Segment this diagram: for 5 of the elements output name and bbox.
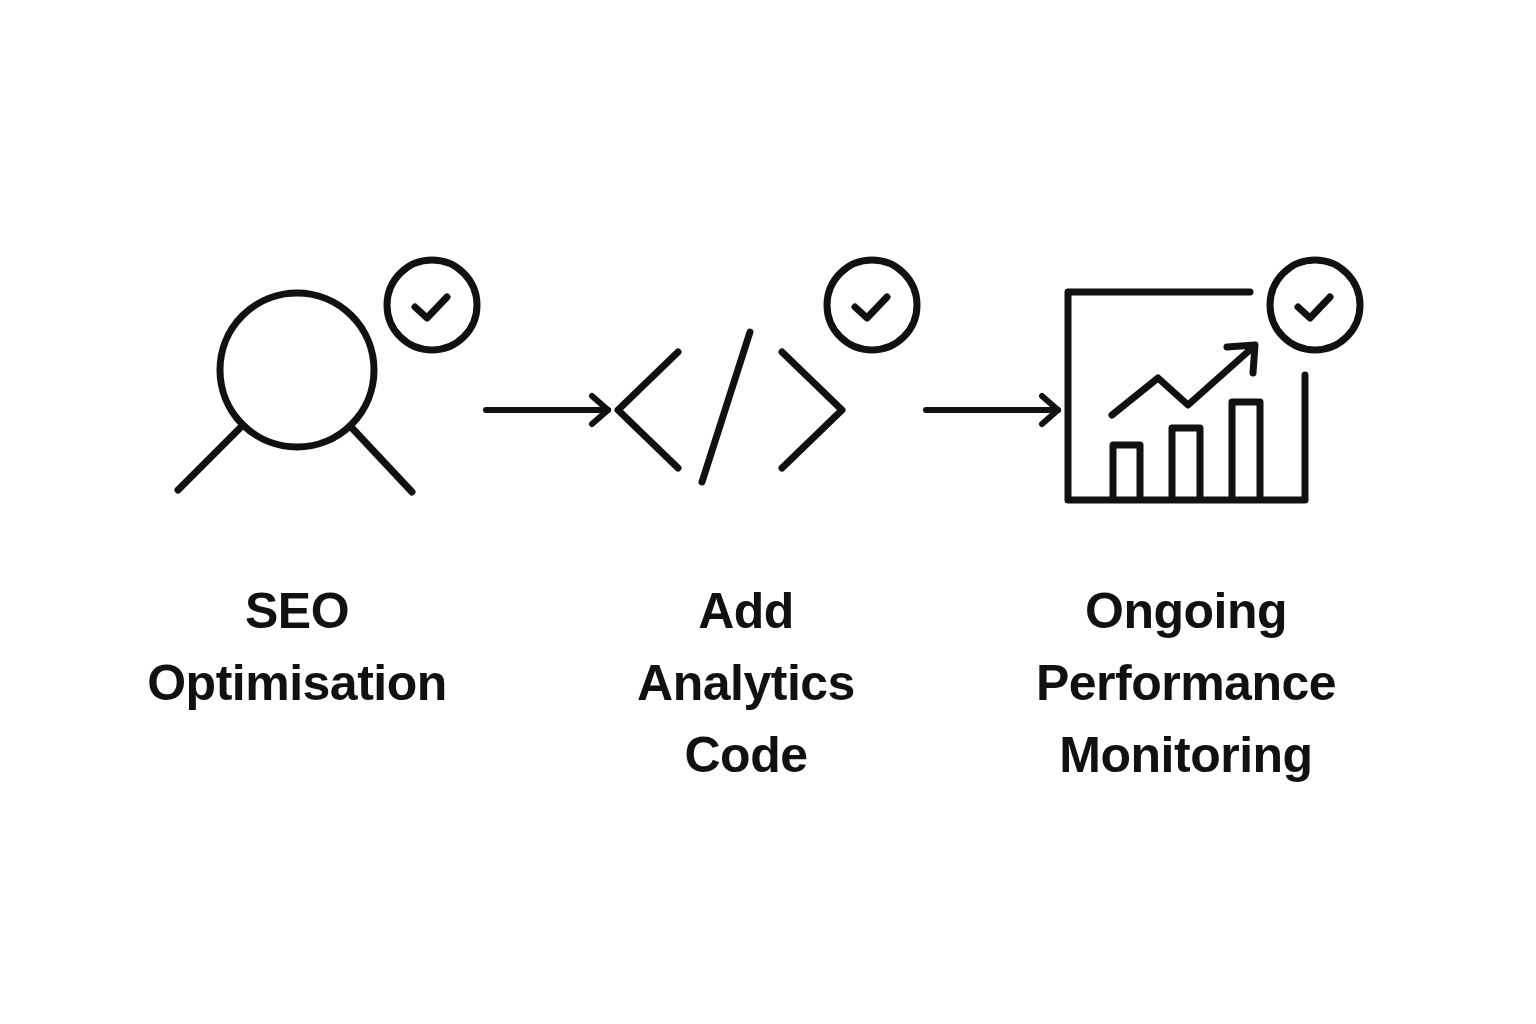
- step-caption: SEO Optimisation: [146, 582, 448, 713]
- step-caption: Ongoing Performance Monitoring: [1034, 582, 1338, 785]
- arrow: [923, 393, 1061, 427]
- step-caption: Add Analytics Code: [636, 582, 856, 785]
- arrow: [483, 393, 611, 427]
